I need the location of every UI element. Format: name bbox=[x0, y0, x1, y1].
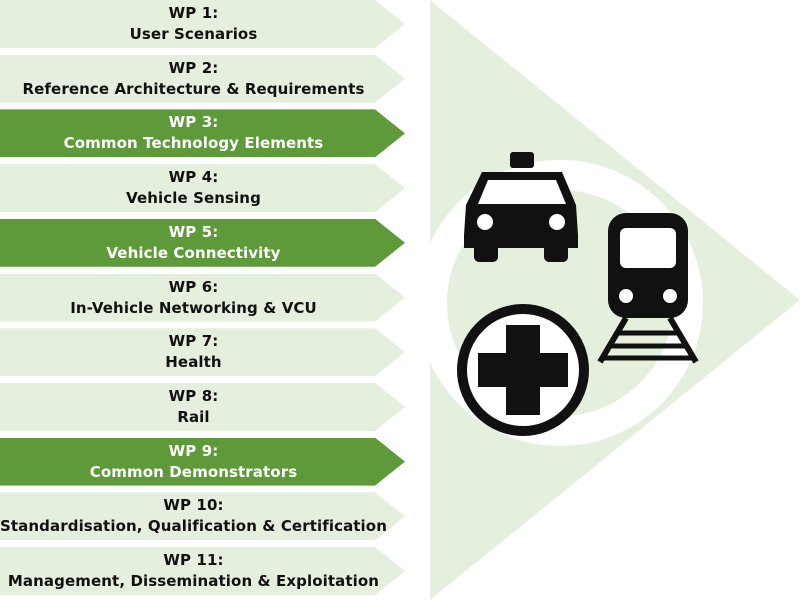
work-package-name: In-Vehicle Networking & VCU bbox=[70, 298, 317, 317]
work-package-id: WP 7: bbox=[168, 332, 219, 351]
work-package-id: WP 11: bbox=[163, 551, 224, 569]
work-package-id: WP 8: bbox=[168, 386, 219, 405]
work-package-8: WP 8: Rail bbox=[0, 382, 405, 431]
work-package-name: Management, Dissemination & Exploitation bbox=[7, 572, 380, 590]
work-package-name: Health bbox=[165, 353, 222, 372]
work-package-id: WP 5: bbox=[168, 222, 219, 241]
work-package-name: Rail bbox=[177, 407, 210, 426]
work-package-name: Vehicle Sensing bbox=[126, 189, 261, 208]
work-package-id: WP 9: bbox=[168, 441, 219, 460]
work-package-6: WP 6: In-Vehicle Networking & VCU bbox=[0, 273, 405, 322]
work-package-name: Vehicle Connectivity bbox=[106, 243, 281, 262]
train-icon bbox=[597, 213, 699, 364]
work-package-10: WP 10: Standardisation, Qualification & … bbox=[0, 492, 405, 541]
work-package-7: WP 7: Health bbox=[0, 328, 405, 377]
work-package-list: WP 1: User Scenarios WP 2: Reference Arc… bbox=[0, 0, 405, 595]
work-package-id: WP 2: bbox=[168, 58, 219, 77]
icon-group bbox=[457, 152, 699, 436]
work-package-11: WP 11: Management, Dissemination & Explo… bbox=[0, 547, 405, 595]
work-package-name: Common Technology Elements bbox=[63, 134, 324, 153]
work-package-3: WP 3: Common Technology Elements bbox=[0, 109, 405, 158]
medical-cross-icon bbox=[457, 304, 589, 436]
work-package-id: WP 4: bbox=[168, 168, 219, 187]
work-package-5: WP 5: Vehicle Connectivity bbox=[0, 218, 405, 267]
taxi-icon bbox=[464, 152, 578, 262]
work-package-1: WP 1: User Scenarios bbox=[0, 0, 405, 48]
work-package-name: Standardisation, Qualification & Certifi… bbox=[0, 517, 387, 536]
work-package-id: WP 1: bbox=[168, 4, 219, 22]
work-package-4: WP 4: Vehicle Sensing bbox=[0, 164, 405, 213]
work-package-id: WP 3: bbox=[168, 113, 219, 132]
work-package-id: WP 10: bbox=[163, 496, 224, 515]
work-package-name: Common Demonstrators bbox=[89, 462, 298, 481]
work-package-9: WP 9: Common Demonstrators bbox=[0, 437, 405, 486]
work-package-id: WP 6: bbox=[168, 277, 219, 296]
work-package-name: User Scenarios bbox=[129, 25, 258, 43]
work-package-2: WP 2: Reference Architecture & Requireme… bbox=[0, 54, 405, 103]
work-package-name: Reference Architecture & Requirements bbox=[22, 79, 365, 98]
